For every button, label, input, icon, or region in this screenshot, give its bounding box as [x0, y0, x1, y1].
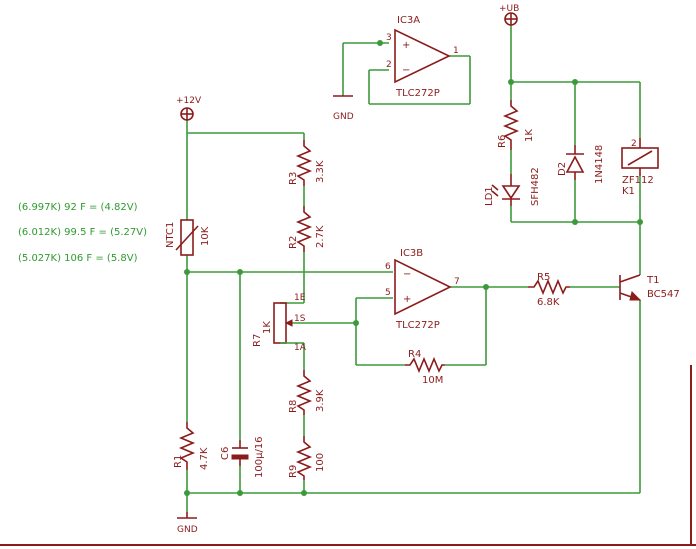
c6-value: 100µ/16: [254, 436, 265, 478]
t1-value: BC547: [647, 289, 680, 300]
r3-name: R3: [288, 172, 299, 185]
relay-k1: 2 ZF112 K1: [621, 138, 659, 197]
wires: [186, 25, 641, 512]
r5-value: 6.8K: [537, 297, 560, 308]
ic3b-pin6: 6: [385, 262, 391, 272]
ld1-name: LD1: [484, 186, 495, 206]
ground-bottom: GND: [177, 512, 198, 535]
ic3b-value: TLC272P: [395, 320, 440, 331]
ground-bottom-label: GND: [177, 525, 198, 535]
junction-dot: [572, 79, 578, 85]
ground-ic3a: GND: [333, 95, 354, 122]
potentiometer-r7: R7 1K 1E 1S 1A: [252, 293, 307, 353]
r7-pin-a: 1A: [294, 343, 307, 353]
r2-value: 2.7K: [315, 225, 326, 248]
diode-d2: D2 1N4148: [557, 145, 605, 184]
drawing-frame: [0, 365, 696, 546]
resistor-r3: R3 3.3K: [288, 140, 326, 186]
ic3b-pin7: 7: [454, 277, 460, 287]
resistor-r2: R2 2.7K: [288, 206, 326, 252]
ic3a-pin3: 3: [386, 33, 392, 43]
note-line-2: (6.012K) 99.5 F = (5.27V): [18, 227, 147, 238]
resistor-r9: R9 100: [288, 436, 326, 480]
supply-12v-label: +12V: [176, 96, 202, 106]
resistor-r4: R4 10M: [405, 349, 445, 386]
k1-name: K1: [622, 186, 635, 197]
r2-name: R2: [288, 236, 299, 249]
svg-text:+: +: [402, 40, 410, 51]
junction-dot: [353, 320, 359, 326]
junction-dot: [237, 269, 243, 275]
junction-dot: [184, 269, 190, 275]
r1-name: R1: [173, 455, 184, 468]
svg-text:−: −: [403, 269, 411, 280]
svg-text:+: +: [403, 294, 411, 305]
led-ld1: LD1 SFH482: [484, 167, 541, 206]
svg-text:−: −: [402, 65, 410, 76]
r7-pin-s: 1S: [294, 314, 306, 324]
junction-dot: [637, 219, 643, 225]
r3-value: 3.3K: [315, 160, 326, 183]
note-line-3: (5.027K) 106 F = (5.8V): [18, 253, 138, 264]
ic3a-name: IC3A: [397, 15, 420, 26]
ld1-value: SFH482: [530, 167, 541, 206]
c6-name: C6: [220, 447, 231, 460]
note-line-1: (6.997K) 92 F = (4.82V): [18, 202, 138, 213]
junction-dot: [483, 284, 489, 290]
k1-pin: 2: [631, 139, 637, 149]
ntc1-name: NTC1: [165, 222, 176, 248]
r7-name: R7: [252, 334, 263, 347]
resistor-r6: R6 1K: [497, 100, 535, 150]
resistor-r1: R1 4.7K: [173, 422, 210, 470]
r4-name: R4: [408, 349, 421, 360]
opamp-ic3a: + − IC3A TLC272P 3 2 1: [386, 15, 459, 99]
r7-value: 1K: [262, 321, 273, 334]
r6-value: 1K: [524, 129, 535, 142]
supply-ub: +UB: [499, 4, 519, 26]
supply-ub-label: +UB: [499, 4, 519, 14]
t1-name: T1: [646, 275, 659, 286]
ic3a-pin2: 2: [386, 60, 392, 70]
ic3a-pin1: 1: [453, 46, 459, 56]
junctions: [184, 40, 643, 496]
thermistor-ntc1: NTC1 10K: [165, 219, 211, 256]
resistor-r8: R8 3.9K: [288, 370, 326, 415]
ic3b-pin5: 5: [385, 288, 391, 298]
r9-name: R9: [288, 465, 299, 478]
temperature-notes: (6.997K) 92 F = (4.82V) (6.012K) 99.5 F …: [18, 202, 147, 264]
capacitor-c6: C6 100µ/16: [220, 436, 265, 478]
junction-dot: [237, 490, 243, 496]
r7-pin-e: 1E: [294, 293, 306, 303]
r6-name: R6: [497, 135, 508, 148]
ic3b-name: IC3B: [400, 248, 423, 259]
junction-dot: [572, 219, 578, 225]
r1-value: 4.7K: [199, 447, 210, 470]
r8-name: R8: [288, 400, 299, 413]
r8-value: 3.9K: [315, 389, 326, 412]
transistor-t1: T1 BC547: [619, 274, 680, 301]
junction-dot: [184, 490, 190, 496]
ic3a-value: TLC272P: [395, 88, 440, 99]
r9-value: 100: [315, 453, 326, 472]
d2-value: 1N4148: [594, 145, 605, 184]
junction-dot: [301, 490, 307, 496]
r5-name: R5: [537, 272, 550, 283]
k1-value: ZF112: [622, 175, 654, 186]
r4-value: 10M: [422, 375, 443, 386]
supply-12v: +12V: [176, 96, 202, 121]
junction-dot: [508, 79, 514, 85]
ground-ic3a-label: GND: [333, 112, 354, 122]
ntc1-value: 10K: [200, 226, 211, 246]
junction-dot: [377, 40, 383, 46]
opamp-ic3b: − + IC3B TLC272P 6 5 7: [385, 248, 460, 331]
d2-name: D2: [557, 162, 568, 176]
resistor-r5: R5 6.8K: [528, 272, 570, 308]
